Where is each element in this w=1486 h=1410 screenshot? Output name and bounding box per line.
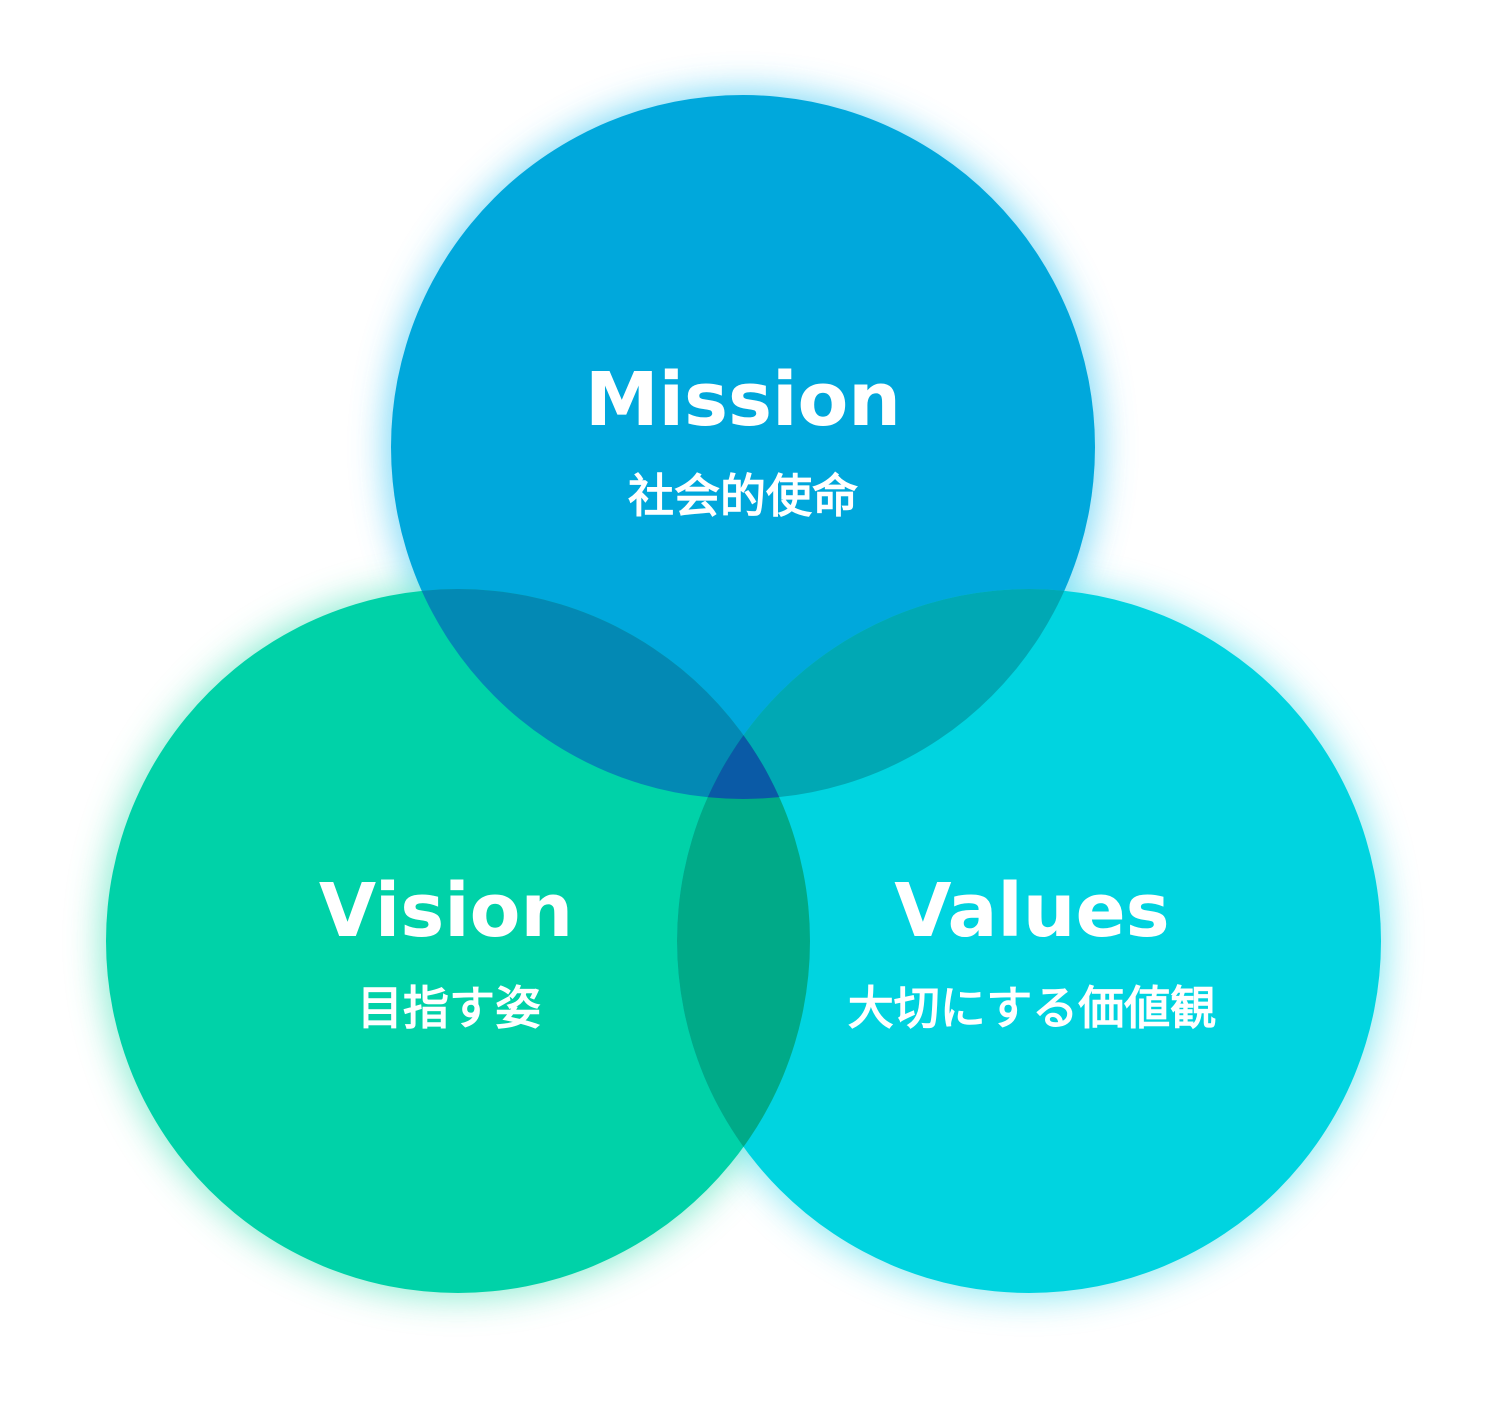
vision-subtitle: 目指す姿 xyxy=(357,981,541,1035)
vision-title: Vision xyxy=(319,868,573,954)
values-title: Values xyxy=(894,868,1169,954)
values-subtitle: 大切にする価値観 xyxy=(848,981,1216,1035)
mission-values-overlap xyxy=(677,589,1095,799)
mission-title: Mission xyxy=(585,357,901,443)
mission-subtitle: 社会的使命 xyxy=(628,469,858,523)
mission-vision-overlap xyxy=(391,589,810,799)
